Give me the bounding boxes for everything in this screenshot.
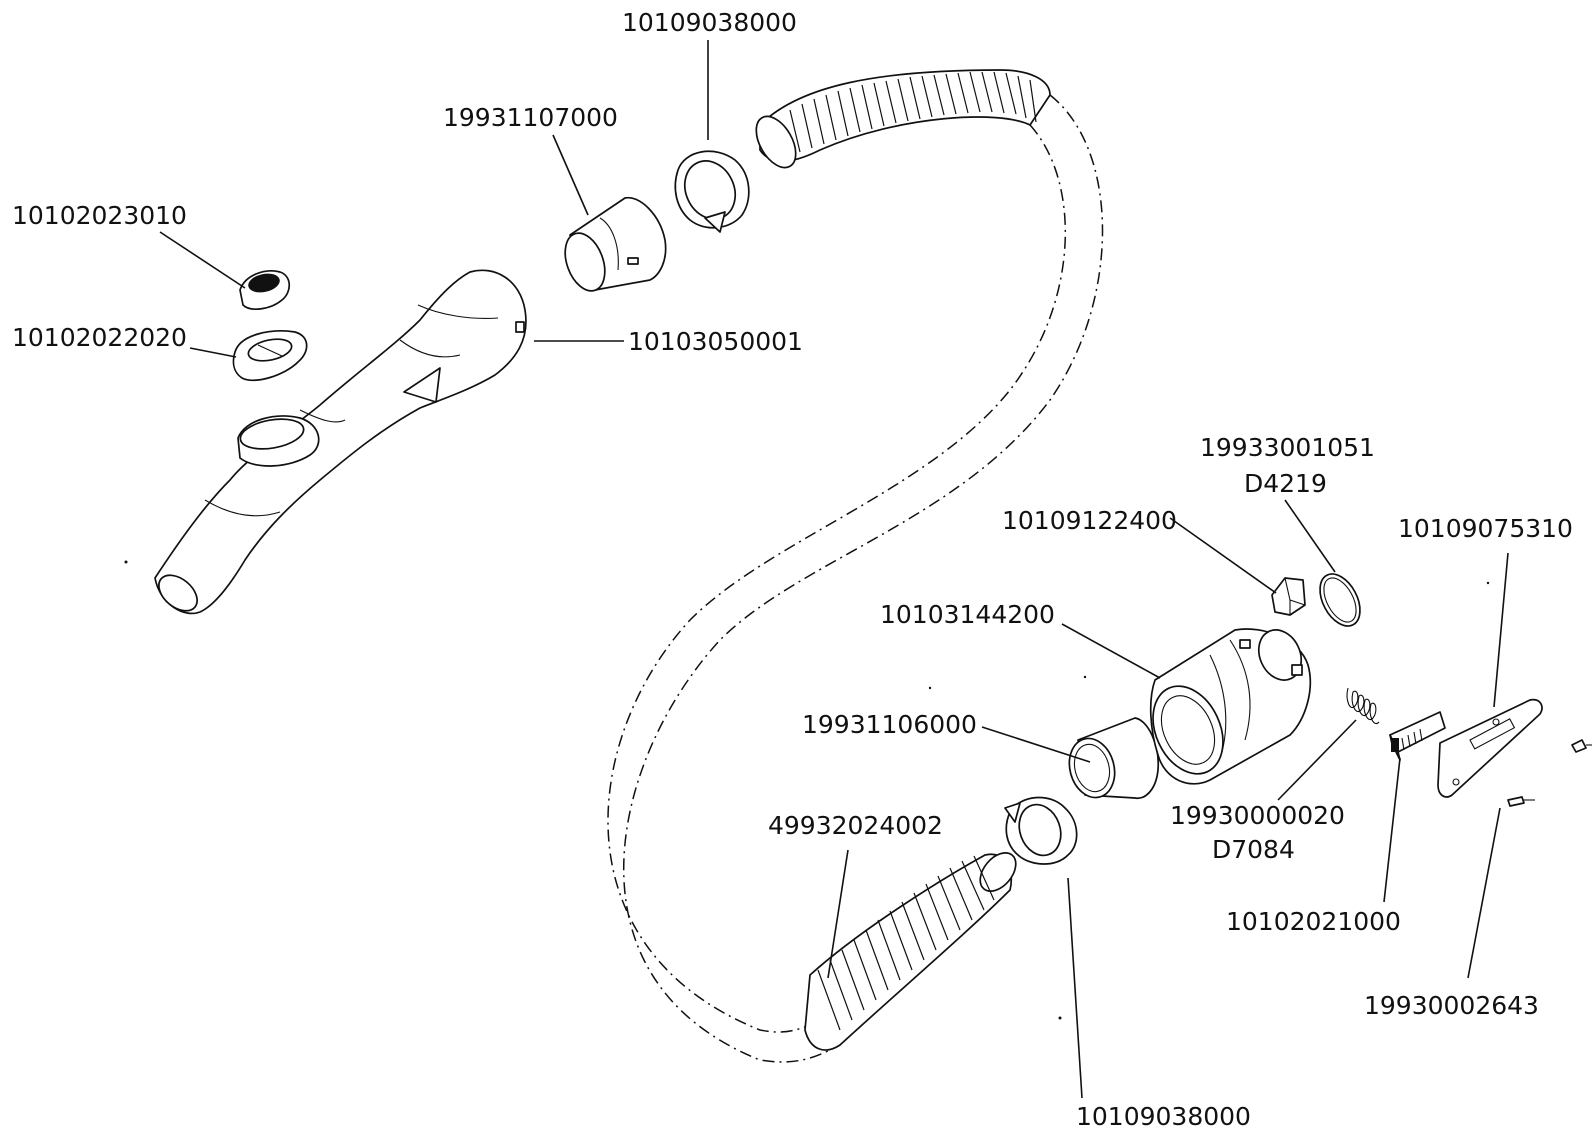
- label-spring: 19930000020: [1170, 801, 1345, 830]
- leader-latch-button: [1169, 517, 1277, 594]
- leader-slider-cap: [159, 231, 246, 289]
- label-hose-clamp-top: 10109038000: [622, 8, 797, 37]
- leader-hose-clamp-bottom: [1067, 877, 1083, 1099]
- leader-contact-strip: [1383, 757, 1401, 903]
- label-o-ring: 19933001051: [1200, 433, 1375, 462]
- o-ring-part: [1319, 573, 1361, 627]
- hose-assembly: [607, 69, 1104, 1063]
- leader-lines: [159, 40, 1509, 1099]
- leader-cover-plate: [1493, 552, 1509, 708]
- connector-body-part: [1149, 628, 1312, 785]
- label-o-ring-code: D4219: [1244, 469, 1327, 498]
- label-contact-strip: 10102021000: [1226, 907, 1401, 936]
- cover-plate-part: [1437, 698, 1543, 798]
- leader-connector-body: [1061, 623, 1161, 679]
- label-cover-plate: 10109075310: [1398, 514, 1573, 543]
- label-sleeve-bottom: 19931106000: [802, 710, 977, 739]
- label-hose: 49932024002: [768, 811, 943, 840]
- sleeve-top-part: [564, 196, 667, 292]
- label-connector-body: 10103144200: [880, 600, 1055, 629]
- leader-spring: [1277, 719, 1357, 801]
- leader-sleeve-top: [552, 134, 589, 216]
- label-screw: 19930002643: [1364, 991, 1539, 1020]
- label-sleeve-top: 19931107000: [443, 103, 618, 132]
- leader-o-ring: [1284, 499, 1336, 573]
- hose-ribbed-end-top: [755, 69, 1051, 169]
- handle-part: [154, 269, 527, 615]
- slider-frame-part: [232, 330, 308, 382]
- leader-hose: [827, 849, 849, 979]
- label-handle: 10103050001: [628, 327, 803, 356]
- hose-outline-outer: [623, 94, 1104, 1063]
- leader-sleeve-bottom: [981, 726, 1091, 763]
- part-labels: 10109038000 19931107000 10102023010 1010…: [12, 8, 1573, 1131]
- label-slider-cap: 10102023010: [12, 201, 187, 230]
- slider-cap-part: [239, 270, 291, 310]
- hose-clamp-top-part: [674, 150, 750, 233]
- screw-part: [1507, 739, 1592, 807]
- contact-strip-part: [1389, 711, 1446, 761]
- label-latch-button: 10109122400: [1002, 506, 1177, 535]
- leader-slider-frame: [189, 347, 237, 358]
- sleeve-bottom-part: [1068, 717, 1160, 800]
- leader-screw: [1467, 807, 1501, 979]
- label-hose-clamp-bottom: 10109038000: [1076, 1102, 1251, 1131]
- hose-clamp-bottom-part: [1004, 796, 1078, 865]
- latch-button-part: [1271, 577, 1306, 616]
- label-slider-frame: 10102022020: [12, 323, 187, 352]
- label-spring-code: D7084: [1212, 835, 1295, 864]
- spring-part: [1346, 687, 1380, 724]
- hose-ribbed-end-bottom: [804, 852, 1017, 1051]
- hose-outline-inner: [607, 124, 1067, 1033]
